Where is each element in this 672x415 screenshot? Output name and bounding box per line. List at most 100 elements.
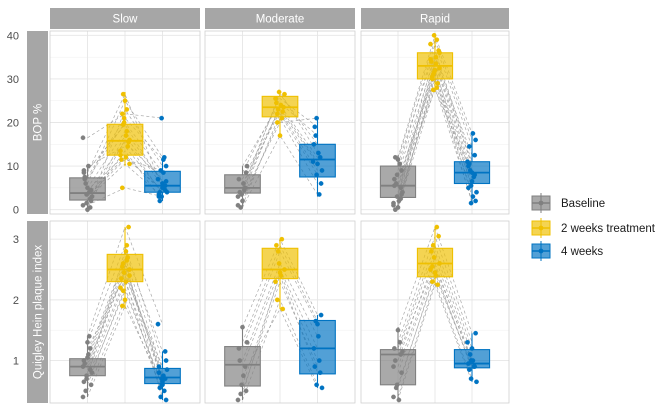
data-point [275,107,281,112]
box-baseline [224,346,261,387]
data-point [127,161,132,167]
row-label-0: BOP % [33,104,45,142]
data-point [161,388,167,394]
data-point [430,87,436,93]
data-point [437,65,442,71]
data-point [161,157,166,162]
legend-label: 2 weeks treatment [561,223,656,235]
data-point [394,194,400,199]
paired-line [87,271,163,376]
box-2-weeks-treatment [106,123,144,156]
data-point [434,37,440,43]
data-point [394,172,400,178]
data-point [471,364,477,369]
data-point [88,187,94,193]
data-point [274,111,280,117]
data-point [434,224,440,230]
data-point [120,288,126,294]
paired-line [87,286,163,388]
data-point [316,150,321,156]
paired-line [397,88,473,186]
data-point [87,196,93,202]
data-point [238,391,244,397]
data-point [158,394,164,400]
data-point [81,379,87,385]
data-point [398,196,404,202]
y-tick-label: 40 [7,30,19,42]
data-point [157,385,163,391]
data-point [429,264,435,269]
paired-line [397,226,473,334]
data-point [316,358,322,363]
data-point [392,207,398,212]
box-baseline [379,165,417,198]
data-point [433,61,439,67]
data-point [277,270,283,275]
data-point [160,181,165,186]
data-point [274,120,280,125]
data-point [240,198,245,204]
data-point [155,176,161,182]
data-point [470,131,476,136]
data-point [243,170,249,175]
data-point [280,306,286,312]
data-point [428,41,433,47]
data-point [240,324,245,330]
data-point [127,267,132,272]
data-point [428,56,433,62]
data-point [282,267,287,272]
data-point [119,185,125,191]
data-point [156,370,162,376]
data-point [319,168,325,173]
data-point [313,133,319,138]
data-point [84,200,89,206]
data-point [399,168,404,173]
data-point [314,382,319,388]
y-tick-label: 1 [13,356,19,368]
data-point [162,349,168,354]
box-4-weeks [299,143,336,178]
data-point [431,70,437,75]
data-point [241,373,246,379]
data-point [314,172,319,178]
row-label-1: Quigley Hein plaque index [33,245,45,380]
data-point [119,276,124,281]
data-point [236,176,242,182]
data-point [124,242,130,248]
data-point [124,258,130,263]
paired-line [242,262,318,361]
paired-line [87,259,163,401]
data-point [468,200,474,206]
data-point [237,189,243,195]
box-2-weeks-treatment [106,253,144,283]
panel-moderate-row-0 [204,30,356,215]
data-point [277,133,283,138]
data-point [89,370,95,376]
data-point [159,115,164,121]
data-point [313,318,319,324]
paired-line [397,244,473,349]
legend-label: 4 weeks [561,246,603,258]
data-point [80,135,86,141]
y-tick-label: 2 [13,295,19,307]
panel-rapid-row-1 [360,220,510,404]
data-point [467,352,473,357]
facet-strip-slow [50,8,200,29]
data-point [83,388,89,394]
data-point [157,198,163,204]
paired-line [87,244,163,361]
paired-line [87,305,163,398]
data-point [393,385,399,391]
data-point [437,261,442,266]
panel-border [204,220,356,404]
data-point [466,144,472,149]
data-point [391,364,396,369]
data-point [469,170,475,175]
data-point [430,242,436,248]
paired-line [242,104,318,195]
data-point [126,224,131,230]
data-point [80,202,86,208]
data-point [157,189,163,195]
data-point [236,346,242,351]
data-point [429,279,435,285]
